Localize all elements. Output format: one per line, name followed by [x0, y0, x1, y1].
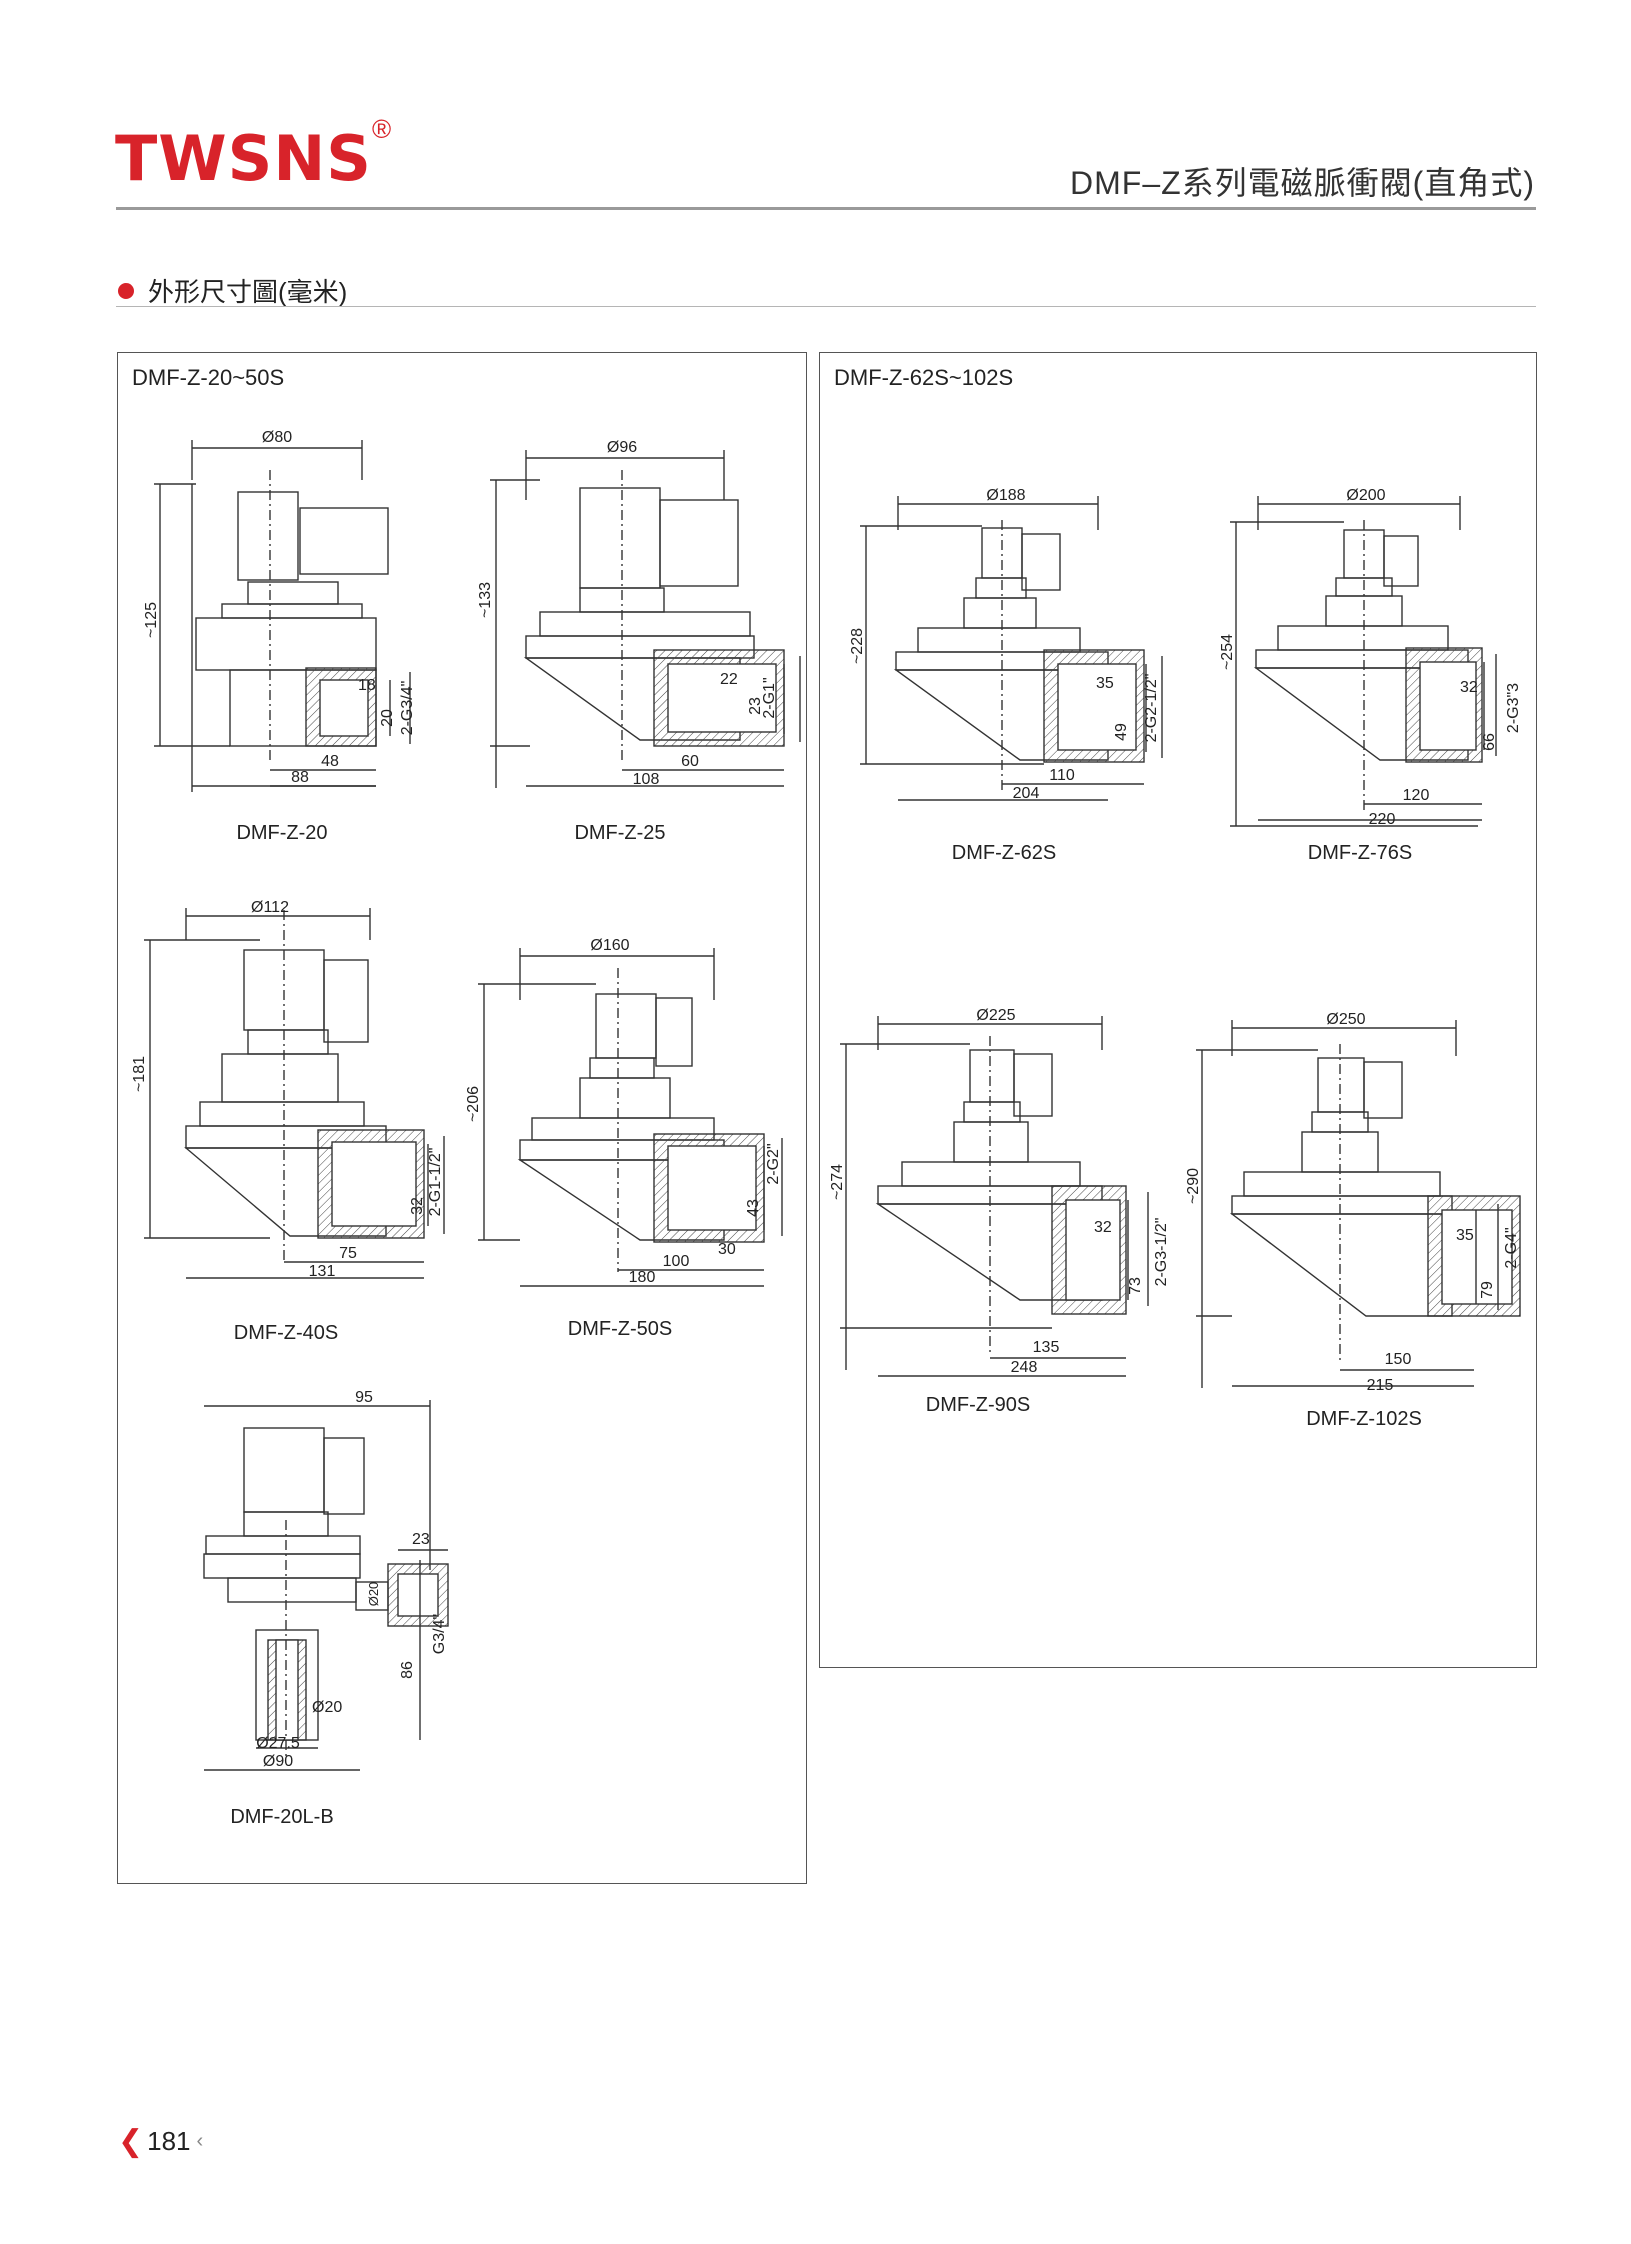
- m102-d1: 35: [1456, 1227, 1474, 1244]
- panel-left-title: DMF-Z-20~50S: [132, 365, 285, 390]
- section-title: 外形尺寸圖(毫米): [148, 277, 348, 307]
- m40-diameter: Ø112: [251, 899, 289, 916]
- drawing-dmf-z-62s: [860, 496, 1163, 801]
- m25-diameter: Ø96: [607, 439, 637, 456]
- registered-mark: ®: [372, 114, 392, 144]
- section-heading: 外形尺寸圖(毫米): [118, 272, 347, 309]
- m76-d4: 220: [1369, 811, 1396, 828]
- series-title: DMF–Z系列電磁脈衝閥(直角式): [1070, 165, 1535, 201]
- panel-right-title: DMF-Z-62S~102S: [834, 365, 1014, 390]
- caption-dmf-20l-b: DMF-20L-B: [230, 1806, 334, 1828]
- caption-dmf-z-50s: DMF-Z-50S: [567, 1318, 673, 1340]
- drawing-dmf-z-40s: [144, 908, 445, 1279]
- caption-dmf-z-102s: DMF-Z-102S: [1306, 1408, 1422, 1430]
- m50-d1: 30: [718, 1241, 736, 1258]
- m102-height: ~290: [1185, 1168, 1202, 1204]
- m90-d4: 248: [1011, 1359, 1038, 1376]
- m20-d2: 20: [379, 709, 396, 727]
- caption-dmf-z-62s: DMF-Z-62S: [951, 842, 1057, 864]
- page-number: 181: [147, 2126, 191, 2156]
- m20l-port: G3/4": [431, 1614, 448, 1654]
- m25-height: ~133: [477, 582, 494, 618]
- m20l-d5: Ø90: [263, 1753, 293, 1770]
- m50-diameter: Ø160: [590, 937, 629, 954]
- m62-d3: 110: [1049, 767, 1075, 784]
- m76-d1: 32: [1460, 679, 1478, 696]
- m76-diameter: Ø200: [1346, 487, 1385, 504]
- m40-d4: 131: [309, 1263, 336, 1280]
- m102-diameter: Ø250: [1326, 1011, 1365, 1028]
- m20l-d2: Ø20: [366, 1582, 381, 1607]
- m40-d2: 32: [409, 1197, 426, 1215]
- m50-d3: 100: [663, 1253, 690, 1270]
- caption-dmf-z-90s: DMF-Z-90S: [925, 1394, 1031, 1416]
- caption-dmf-z-40s: DMF-Z-40S: [233, 1322, 339, 1344]
- m20-d3: 48: [321, 753, 339, 770]
- m90-port: 2-G3-1/2": [1153, 1218, 1170, 1287]
- m25-d2: 23: [747, 697, 764, 715]
- m25-port: 2-G1": [761, 677, 778, 718]
- m76-height: ~254: [1219, 634, 1236, 670]
- m62-diameter: Ø188: [986, 487, 1025, 504]
- drawing-dmf-z-90s: [840, 1016, 1149, 1377]
- panel-left: DMF-Z-20~50S: [117, 352, 807, 1884]
- m50-port: 2-G2": [765, 1143, 782, 1184]
- m50-d4: 180: [629, 1269, 656, 1286]
- panel-right: DMF-Z-62S~102S: [819, 352, 1537, 1668]
- brand-logo: TWSNS: [115, 122, 372, 195]
- section-divider: [116, 306, 1536, 307]
- drawing-dmf-z-20: [154, 440, 411, 792]
- chevron-left-small-icon: ‹: [196, 2130, 204, 2152]
- drawing-dmf-z-25: [490, 450, 801, 788]
- m20l-height: 86: [399, 1661, 416, 1679]
- m102-d3: 150: [1385, 1351, 1412, 1368]
- m62-d2: 49: [1113, 723, 1130, 741]
- m50-height: ~206: [465, 1086, 482, 1122]
- drawing-dmf-z-76s: [1230, 496, 1497, 827]
- m25-d1: 22: [720, 671, 738, 688]
- m20-d4: 88: [291, 769, 309, 786]
- m76-d2: 66: [1481, 733, 1498, 751]
- drawing-dmf-z-102s: [1196, 1020, 1521, 1388]
- m90-d2: 73: [1127, 1277, 1144, 1295]
- m20l-d3: Ø20: [312, 1699, 342, 1716]
- drawing-dmf-z-50s: [478, 948, 783, 1287]
- m90-d3: 135: [1033, 1339, 1060, 1356]
- m40-port: 2-G1-1/2": [427, 1148, 444, 1217]
- m25-d3: 60: [681, 753, 699, 770]
- m40-d3: 75: [339, 1245, 357, 1262]
- m20-port: 2-G3/4": [399, 681, 416, 736]
- m90-height: ~274: [829, 1164, 846, 1200]
- caption-dmf-z-25: DMF-Z-25: [574, 822, 666, 844]
- m102-d2: 79: [1479, 1281, 1496, 1299]
- m20-d1: 18: [358, 677, 376, 694]
- m62-d1: 35: [1096, 675, 1114, 692]
- chevron-left-icon: ❮: [118, 2125, 144, 2158]
- m20l-d4: Ø27.5: [256, 1735, 300, 1752]
- m40-height: ~181: [131, 1056, 148, 1092]
- m20l-d1: 23: [412, 1531, 430, 1548]
- m62-d4: 204: [1013, 785, 1040, 802]
- m20-height: ~125: [143, 602, 160, 638]
- m90-diameter: Ø225: [976, 1007, 1015, 1024]
- m76-port: 2-G3"3: [1505, 683, 1522, 733]
- m90-d1: 32: [1094, 1219, 1112, 1236]
- m62-height: ~228: [849, 628, 866, 664]
- m102-port: 2-G4": [1503, 1227, 1520, 1268]
- header-divider: [116, 207, 1536, 210]
- caption-dmf-z-20: DMF-Z-20: [236, 822, 328, 844]
- m25-d4: 108: [633, 771, 660, 788]
- m62-port: 2-G2-1/2": [1143, 674, 1160, 743]
- drawing-dmf-20l-b: [203, 1400, 449, 1771]
- caption-dmf-z-76s: DMF-Z-76S: [1307, 842, 1413, 864]
- m20-diameter: Ø80: [262, 429, 292, 446]
- bullet-dot-icon: [118, 282, 134, 299]
- m20l-width: 95: [355, 1389, 373, 1406]
- m102-d4: 215: [1367, 1377, 1394, 1394]
- page-footer: ❮ 181 ‹: [118, 2124, 203, 2159]
- m50-d2: 43: [745, 1199, 762, 1217]
- m76-d3: 120: [1403, 787, 1430, 804]
